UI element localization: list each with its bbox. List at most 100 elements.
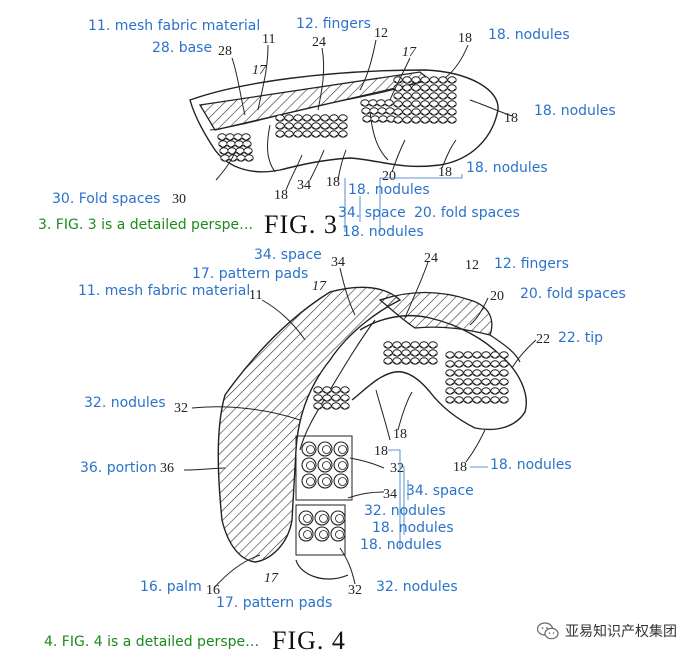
- svg-text:18: 18: [438, 165, 452, 180]
- nodule: [338, 114, 348, 122]
- nodule: [499, 360, 509, 368]
- pattern-pad: [314, 526, 330, 542]
- nodule: [447, 116, 457, 124]
- nodule: [472, 378, 482, 386]
- nodule: [275, 122, 285, 130]
- fig3-annotation-nodules-top: 18. nodules: [488, 27, 570, 43]
- nodule: [445, 369, 455, 377]
- fig3-annotation-nodules-bottom: 18. nodules: [342, 224, 424, 240]
- nodule: [241, 133, 251, 141]
- nodule: [481, 396, 491, 404]
- nodule: [402, 108, 412, 116]
- nodule: [481, 387, 491, 395]
- nodule: [429, 92, 439, 100]
- nodule: [490, 387, 500, 395]
- nodule: [322, 394, 332, 402]
- svg-text:24: 24: [424, 251, 438, 266]
- fig4-pattern-pads: [298, 441, 349, 542]
- fig3-annotation-space: 34. space: [338, 205, 406, 221]
- nodule: [454, 396, 464, 404]
- nodule: [234, 140, 244, 148]
- nodule: [411, 108, 421, 116]
- fig3-annotation-fingers: 12. fingers: [296, 16, 371, 32]
- nodule: [454, 351, 464, 359]
- nodule: [402, 76, 412, 84]
- svg-text:30: 30: [172, 192, 186, 207]
- nodule: [402, 92, 412, 100]
- nodule: [401, 349, 411, 357]
- svg-text:18: 18: [453, 460, 467, 475]
- nodule: [293, 122, 303, 130]
- nodule: [429, 108, 439, 116]
- fig3-annotation-nodules-mid: 18. nodules: [466, 160, 548, 176]
- nodule: [393, 100, 403, 108]
- nodule: [360, 99, 370, 107]
- nodule: [499, 351, 509, 359]
- nodule: [420, 92, 430, 100]
- fig4-cuff: [217, 286, 402, 563]
- nodule: [472, 360, 482, 368]
- nodule: [429, 84, 439, 92]
- fig4-annotation-nodules-18-right: 18. nodules: [490, 457, 572, 473]
- nodule: [311, 122, 321, 130]
- nodule: [378, 115, 388, 123]
- svg-text:18: 18: [274, 188, 288, 203]
- svg-text:20: 20: [490, 289, 504, 304]
- svg-text:36: 36: [160, 461, 174, 476]
- nodule: [217, 133, 227, 141]
- pattern-pad: [333, 441, 349, 457]
- nodule: [384, 99, 394, 107]
- fig3-annotation-fold-spaces: 30. Fold spaces: [52, 191, 161, 207]
- svg-text:22: 22: [536, 332, 550, 347]
- nodule: [322, 402, 332, 410]
- watermark: 亚易知识产权集团: [537, 621, 677, 641]
- nodule: [243, 147, 253, 155]
- svg-text:12: 12: [465, 258, 479, 273]
- fig3-title: FIG. 3: [264, 210, 338, 239]
- nodule: [393, 116, 403, 124]
- nodule: [438, 116, 448, 124]
- fig4-annotation-pattern-pads-bottom: 17. pattern pads: [216, 595, 333, 611]
- nodule: [392, 341, 402, 349]
- fig3-drawing: 28 11 24 12 17 17 18 18 30 18 34 18 20 1…: [172, 26, 518, 232]
- fig3-annotation-fold-spaces-20: 20. fold spaces: [414, 205, 520, 221]
- fig3-annotation-nodules-right: 18. nodules: [534, 103, 616, 119]
- nodule: [463, 396, 473, 404]
- svg-text:20: 20: [382, 169, 396, 184]
- nodule: [376, 99, 386, 107]
- fig4-drawing: 34 24 12 17 11 20 22 32 36 18 18 32 34 1…: [160, 251, 550, 598]
- nodule: [445, 378, 455, 386]
- nodule: [393, 92, 403, 100]
- fig3-annotation-nodules-low: 18. nodules: [348, 182, 430, 198]
- pattern-pad: [298, 526, 314, 542]
- nodule: [402, 116, 412, 124]
- nodule: [490, 351, 500, 359]
- fig4-annotation-tip: 22. tip: [558, 330, 603, 346]
- nodule: [392, 349, 402, 357]
- nodule: [401, 341, 411, 349]
- nodule: [311, 114, 321, 122]
- fig4-annotation-fingers: 12. fingers: [494, 256, 569, 272]
- nodule: [393, 108, 403, 116]
- fig3-annotation-base: 28. base: [152, 40, 213, 56]
- nodule: [284, 122, 294, 130]
- nodule: [428, 357, 438, 365]
- nodule: [284, 114, 294, 122]
- nodule: [419, 341, 429, 349]
- nodule: [402, 84, 412, 92]
- svg-text:24: 24: [312, 35, 326, 50]
- nodule: [340, 402, 350, 410]
- nodule: [236, 154, 246, 162]
- nodule: [420, 116, 430, 124]
- nodule: [401, 357, 411, 365]
- pattern-pad: [314, 510, 330, 526]
- nodule: [329, 122, 339, 130]
- nodule: [499, 378, 509, 386]
- nodule: [447, 76, 457, 84]
- nodule: [445, 351, 455, 359]
- nodule: [490, 360, 500, 368]
- nodule: [454, 378, 464, 386]
- svg-text:11: 11: [262, 32, 275, 47]
- nodule: [275, 130, 285, 138]
- nodule: [463, 378, 473, 386]
